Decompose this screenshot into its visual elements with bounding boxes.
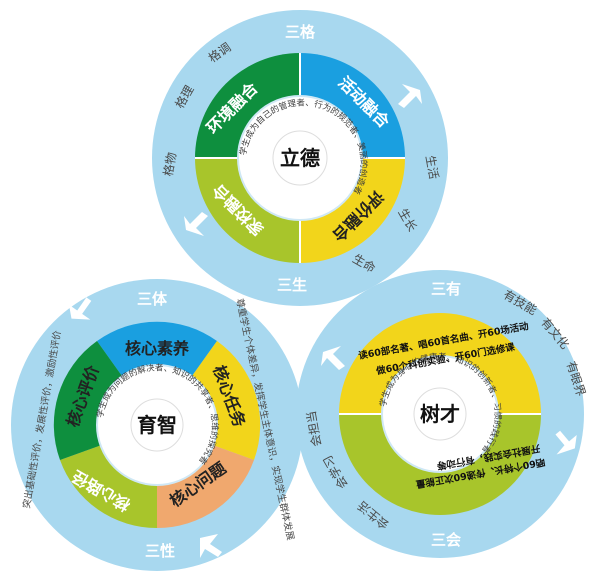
left-corner-top: 三体: [137, 290, 168, 308]
right-circle: 树才 学生成为身心的健康者、知识的创新者、习惯的践行者 读60部名著、唱60首名…: [296, 270, 588, 558]
top-center-disc: [272, 130, 328, 186]
left-circle: 育智 学生成为问题的解决者、知识的共享者、思维的探究者 核心素养 核心任务 核心…: [11, 279, 303, 571]
right-center-label: 树才: [420, 402, 460, 426]
left-segment-label-1: 核心素养: [125, 339, 190, 358]
right-outer-left-3: 会担当: [304, 410, 324, 448]
right-center-disc: [413, 387, 467, 441]
top-corner-top: 三格: [285, 23, 316, 41]
top-corner-bottom: 三生: [277, 276, 307, 294]
left-arrow-bottom-icon: [200, 534, 222, 558]
top-arrow-right-icon: [398, 84, 422, 108]
right-arrow-bottom-icon: [555, 430, 577, 455]
top-center-label: 立德: [280, 146, 320, 170]
right-arrow-top-icon: [321, 346, 345, 370]
top-circle: 立德 学生成为自己的管理者、行为的规范者、美丽的创造者 环境融合 活动融合 评价…: [152, 10, 448, 306]
right-corner-bottom: 三会: [431, 531, 461, 549]
left-center-disc: [130, 398, 184, 452]
top-outer-left-1: 格物: [160, 151, 179, 177]
left-corner-bottom: 三性: [145, 542, 175, 560]
top-arrow-left-icon: [184, 212, 208, 236]
left-arrow-top-icon: [69, 297, 92, 320]
left-center-label: 育智: [137, 413, 177, 437]
right-corner-top: 三有: [431, 280, 461, 298]
top-outer-right-1: 生活: [423, 154, 441, 180]
